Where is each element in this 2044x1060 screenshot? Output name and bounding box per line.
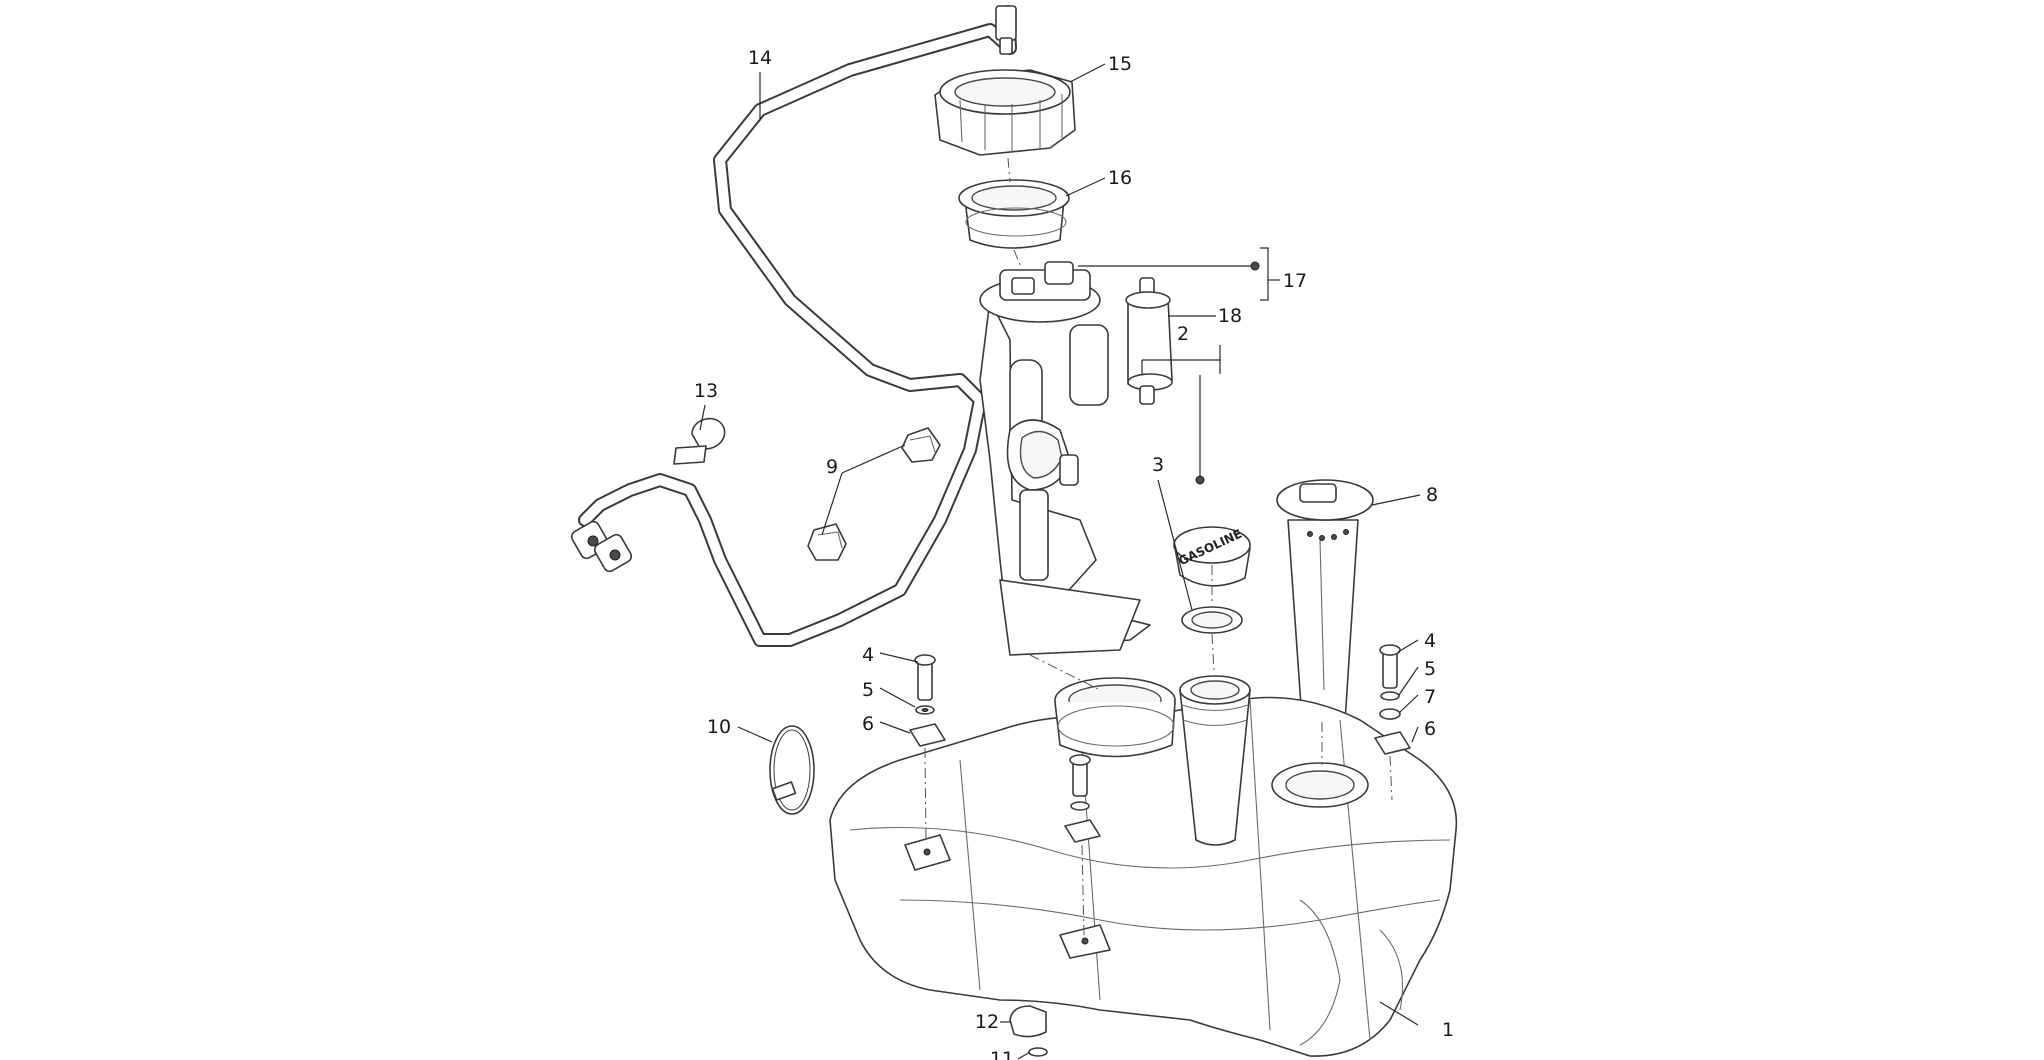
speed-nut-center: [1064, 819, 1101, 843]
hose-connector: [570, 520, 633, 573]
fuel-filler-cap: GASOLINE: [1173, 526, 1251, 587]
callout-12: 12: [975, 1011, 999, 1033]
callout-15: 15: [1108, 53, 1132, 75]
callout-4-left: 4: [862, 644, 874, 666]
filler-cap-seal: [1181, 606, 1243, 634]
bolt-right: [1379, 644, 1401, 689]
speed-nut-right: [1374, 731, 1411, 755]
callout-9: 9: [826, 456, 838, 478]
callout-labels: 1 2 3 4 4 5 5 6 6 7 8 9 10 11 12 13 14 1…: [694, 47, 1454, 1060]
leader-lines: [699, 63, 1421, 1060]
callout-14: 14: [748, 47, 772, 69]
speed-nut-left: [909, 723, 946, 747]
callout-6-right: 6: [1424, 718, 1436, 740]
callout-2: 2: [1177, 323, 1189, 345]
callout-7: 7: [1424, 686, 1436, 708]
hose-clamp: [673, 417, 726, 465]
callout-11: 11: [990, 1048, 1014, 1060]
washer-center: [1070, 801, 1090, 811]
bolt-left: [914, 654, 936, 701]
callout-3: 3: [1152, 454, 1164, 476]
callout-16: 16: [1108, 167, 1132, 189]
hose-clip: [807, 523, 847, 561]
fuel-pump-assembly: [979, 261, 1151, 656]
pump-gasket: [958, 179, 1070, 249]
clamp-bottom: [1009, 1005, 1047, 1038]
callout-5-right: 5: [1424, 658, 1436, 680]
washer-right: [1380, 691, 1400, 701]
spacer-right: [1379, 708, 1401, 720]
callout-18: 18: [1218, 305, 1242, 327]
callout-5-left: 5: [862, 679, 874, 701]
washer-bottom: [1028, 1047, 1048, 1057]
band-clamp: [769, 725, 815, 815]
hose-clip: [901, 427, 941, 463]
ring-nut: [934, 69, 1076, 156]
callout-4-right: 4: [1424, 630, 1436, 652]
fuel-tank: [829, 675, 1458, 1057]
fuel-level-sensor: [1276, 479, 1374, 728]
callout-1: 1: [1442, 1019, 1454, 1041]
assembly-axes: [924, 157, 1393, 936]
bolt-center: [1069, 754, 1091, 797]
callout-10: 10: [707, 716, 731, 738]
fuel-filter: [1125, 277, 1173, 405]
washer-left: [915, 705, 935, 715]
callout-17: 17: [1283, 270, 1307, 292]
callout-8: 8: [1426, 484, 1438, 506]
callout-6-left: 6: [862, 713, 874, 735]
callout-13: 13: [694, 380, 718, 402]
